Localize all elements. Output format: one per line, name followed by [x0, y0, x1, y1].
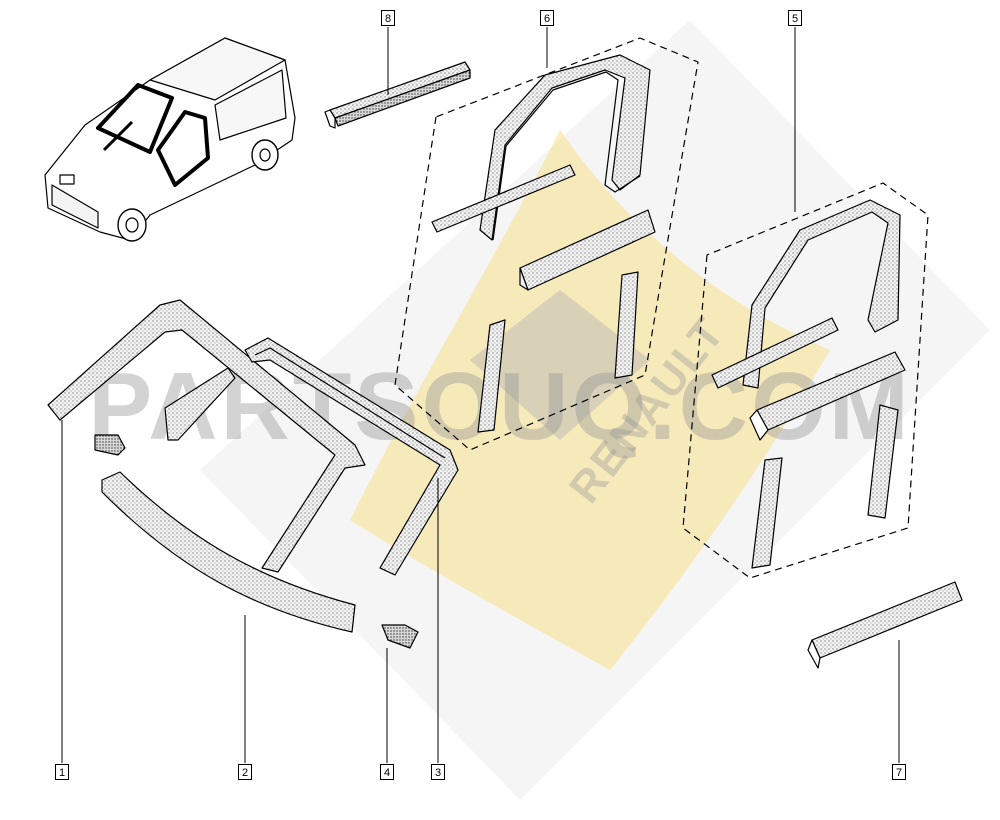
callout-3[interactable]: 3 — [431, 764, 445, 780]
callout-4[interactable]: 4 — [380, 764, 394, 780]
van-illustration — [44, 37, 296, 242]
part-5-group-outline — [682, 182, 929, 579]
part-3-seal — [244, 337, 459, 576]
part-8-rail — [324, 61, 471, 129]
callout-1[interactable]: 1 — [55, 764, 69, 780]
callout-6[interactable]: 6 — [540, 10, 554, 26]
part-6-group-outline — [394, 37, 699, 451]
callout-8[interactable]: 8 — [381, 10, 395, 26]
clip-upper — [94, 434, 126, 456]
part-2-strip — [101, 471, 356, 633]
part-7-rail — [807, 581, 963, 669]
callout-5[interactable]: 5 — [788, 10, 802, 26]
part-5-components — [711, 199, 906, 569]
leader-lines — [61, 27, 900, 763]
callout-2[interactable]: 2 — [238, 764, 252, 780]
part-4-clip — [381, 624, 419, 649]
part-6-components — [431, 54, 656, 433]
callout-7[interactable]: 7 — [892, 764, 906, 780]
part-1-frame — [47, 299, 366, 573]
